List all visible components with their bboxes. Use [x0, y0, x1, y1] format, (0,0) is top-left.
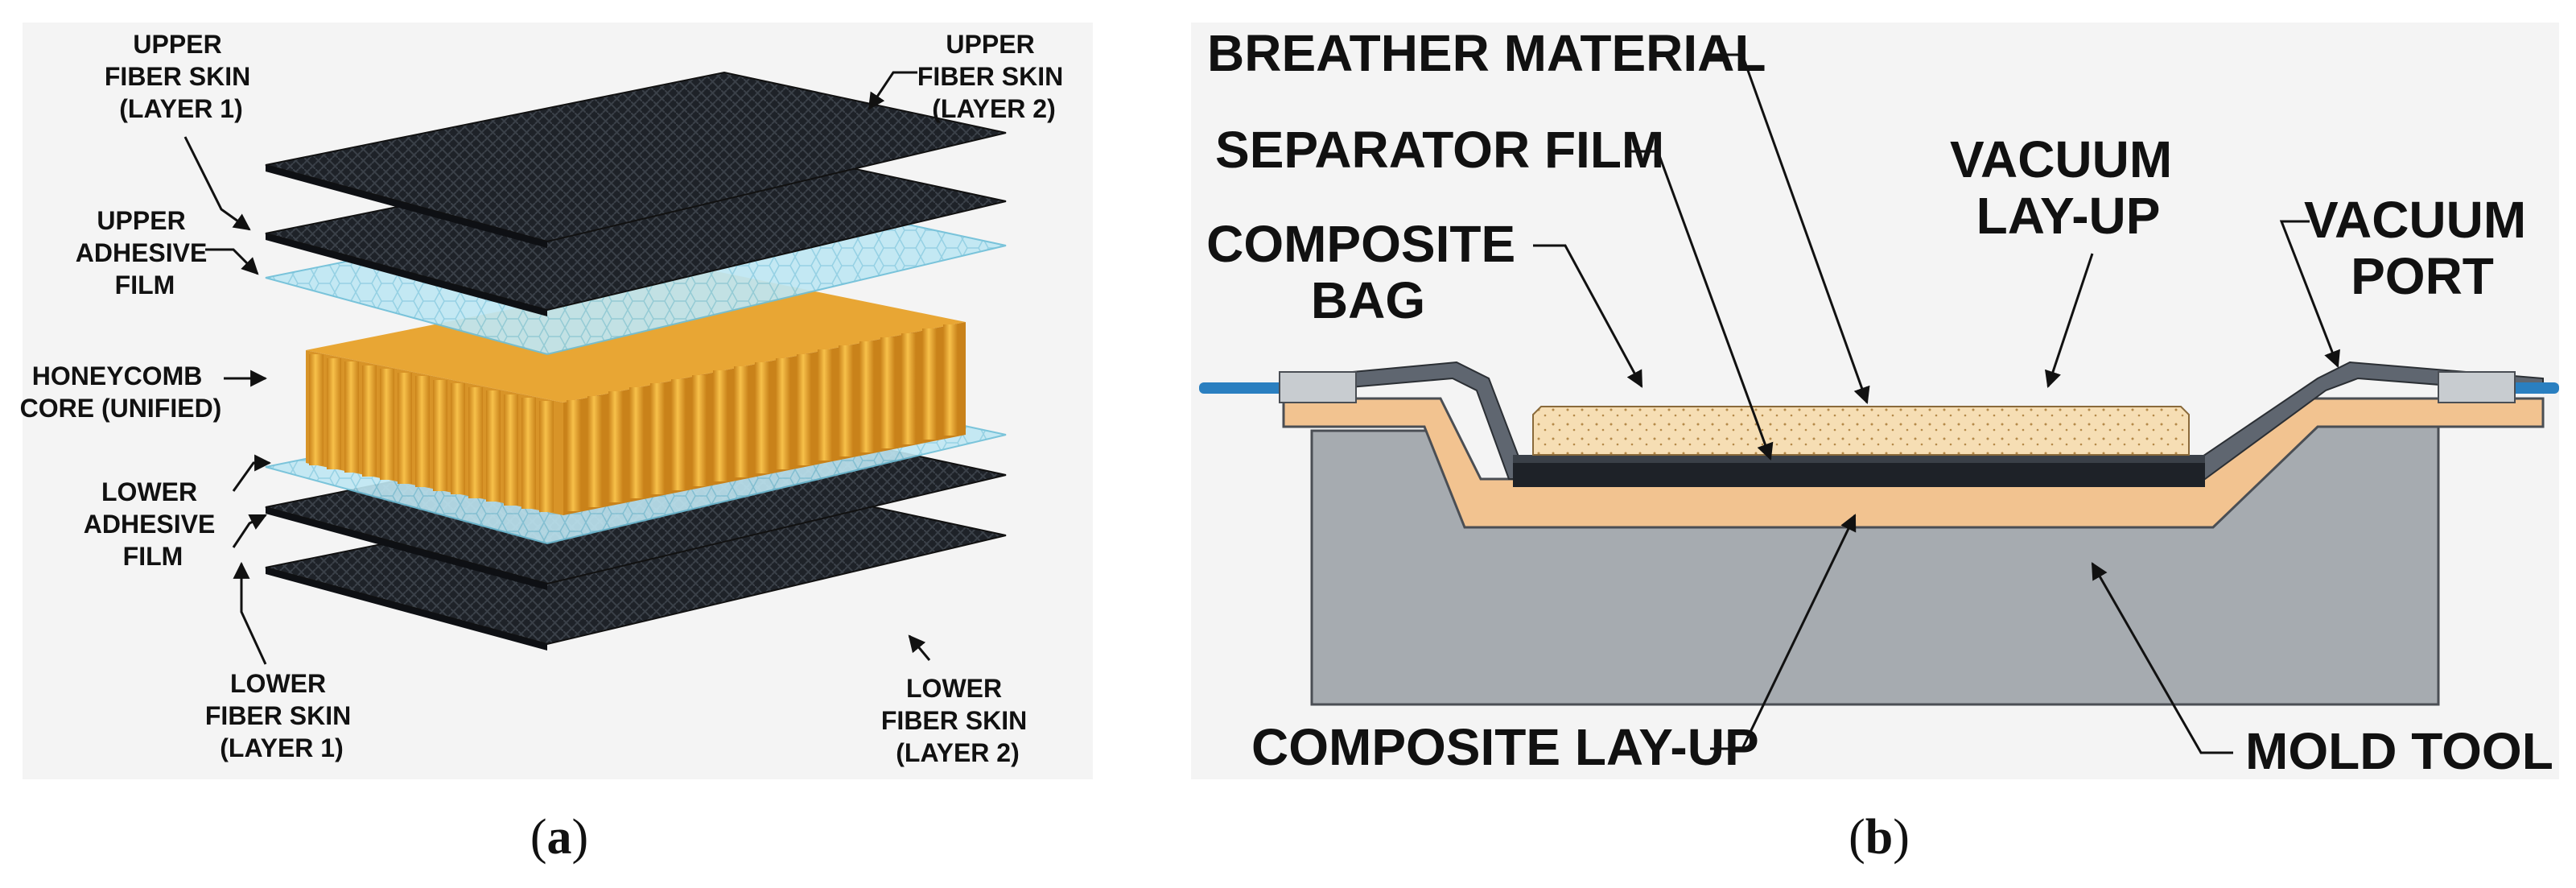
leader-vacuum-layup: [2045, 253, 2094, 388]
caption-b-open: (: [1849, 810, 1865, 865]
label-upper-adhesive-film: UPPER ADHESIVE FILM: [76, 206, 214, 299]
leader-upper-adhesive: [205, 248, 259, 275]
label-upper-skin-2-line-3: (LAYER 2): [932, 94, 1056, 123]
label-upper-adhesive-line-3: FILM: [115, 271, 175, 299]
leader-lower-skin-2: [908, 634, 931, 661]
label-composite-bag-line-2: BAG: [1311, 271, 1425, 329]
label-upper-skin-2-line-2: FIBER SKIN: [917, 62, 1063, 91]
caption-b-close: ): [1893, 810, 1910, 865]
label-lower-skin-1-line-2: FIBER SKIN: [205, 701, 351, 730]
leader-breather: [1710, 53, 1870, 404]
label-upper-fiber-skin-layer-1: UPPER FIBER SKIN (LAYER 1): [105, 30, 258, 123]
label-lower-fiber-skin-layer-2: LOWER FIBER SKIN (LAYER 2): [881, 674, 1034, 767]
caption-b-letter: b: [1865, 810, 1893, 865]
leader-vacuum-port: [2279, 220, 2340, 368]
label-upper-skin-1-line-1: UPPER: [133, 30, 221, 59]
caption-a: (a): [530, 810, 588, 865]
label-honeycomb-line-1: HONEYCOMB: [32, 361, 203, 390]
caption-b: (b): [1849, 810, 1910, 865]
label-upper-adhesive-line-1: UPPER: [97, 206, 185, 235]
label-lower-skin-2-line-3: (LAYER 2): [896, 738, 1020, 767]
leader-upper-skin-1: [183, 136, 251, 231]
panel-a: UPPER FIBER SKIN (LAYER 1) UPPER FIBER S…: [20, 23, 1093, 865]
honeycomb-core: [306, 270, 966, 515]
upper-fiber-skin-layer-2-edge: [266, 165, 547, 248]
label-honeycomb-line-2: CORE (UNIFIED): [20, 394, 222, 423]
label-upper-adhesive-line-2: ADHESIVE: [76, 238, 208, 267]
composite-layup-stack: [1513, 463, 2205, 487]
label-vacuum-layup-line-1: VACUUM: [1950, 130, 2172, 188]
release-layer: [1282, 397, 2545, 529]
leader-upper-skin-2: [868, 71, 917, 110]
label-lower-skin-2-line-2: FIBER SKIN: [881, 706, 1027, 735]
label-lower-adhesive-film: LOWER ADHESIVE FILM: [84, 477, 222, 571]
label-vacuum-layup-line-2: LAY-UP: [1976, 187, 2161, 245]
label-composite-bag: COMPOSITE BAG: [1206, 215, 1530, 329]
vacuum-port-left: [1279, 371, 1357, 403]
label-lower-adhesive-line-1: LOWER: [101, 477, 197, 506]
label-composite-bag-line-1: COMPOSITE: [1206, 215, 1515, 273]
label-lower-adhesive-line-3: FILM: [123, 542, 183, 571]
lower-fiber-skin-layer-1-edge: [266, 507, 547, 590]
leader-mold-tool: [2091, 562, 2233, 754]
label-upper-skin-1-line-3: (LAYER 1): [119, 94, 243, 123]
label-separator-film: SEPARATOR FILM: [1215, 121, 1664, 179]
label-lower-skin-2-line-1: LOWER: [906, 674, 1002, 703]
label-mold-tool: MOLD TOOL: [2245, 722, 2553, 780]
leader-lower-adhesive: [232, 454, 272, 492]
label-lower-skin-1-line-3: (LAYER 1): [220, 733, 344, 762]
label-vacuum-port-line-2: PORT: [2351, 247, 2494, 305]
caption-a-letter: a: [547, 810, 572, 865]
label-lower-skin-1-line-1: LOWER: [230, 669, 326, 698]
lower-fiber-skin-layer-2-edge: [266, 568, 547, 651]
label-upper-skin-1-line-2: FIBER SKIN: [105, 62, 250, 91]
panel-b: BREATHER MATERIAL SEPARATOR FILM COMPOSI…: [1191, 23, 2559, 865]
separator-film-strip: [1513, 455, 2205, 463]
caption-a-close: ): [572, 810, 589, 865]
upper-fiber-skin-layer-1-edge: [266, 233, 547, 316]
leader-separator: [1626, 150, 1774, 461]
label-vacuum-port: VACUUM PORT: [2304, 191, 2541, 305]
breather-material: [1532, 406, 2190, 456]
leader-lower-skin-1: [233, 561, 267, 665]
leader-composite-bag: [1533, 244, 1643, 388]
leader-composite-layup: [1710, 514, 1857, 750]
label-breather-material: BREATHER MATERIAL: [1207, 24, 1766, 82]
vacuum-port-right: [2438, 371, 2516, 403]
leader-lower-skin-1-top: [232, 514, 267, 548]
caption-a-open: (: [530, 810, 547, 865]
label-vacuum-port-line-1: VACUUM: [2304, 191, 2526, 249]
label-vacuum-layup: VACUUM LAY-UP: [1950, 130, 2187, 245]
label-lower-adhesive-line-2: ADHESIVE: [84, 510, 216, 539]
label-lower-fiber-skin-layer-1: LOWER FIBER SKIN (LAYER 1): [205, 669, 358, 762]
label-composite-layup: COMPOSITE LAY-UP: [1251, 718, 1759, 776]
label-upper-fiber-skin-layer-2: UPPER FIBER SKIN (LAYER 2): [917, 30, 1070, 123]
label-honeycomb-core: HONEYCOMB CORE (UNIFIED): [20, 361, 222, 423]
label-upper-skin-2-line-1: UPPER: [946, 30, 1034, 59]
